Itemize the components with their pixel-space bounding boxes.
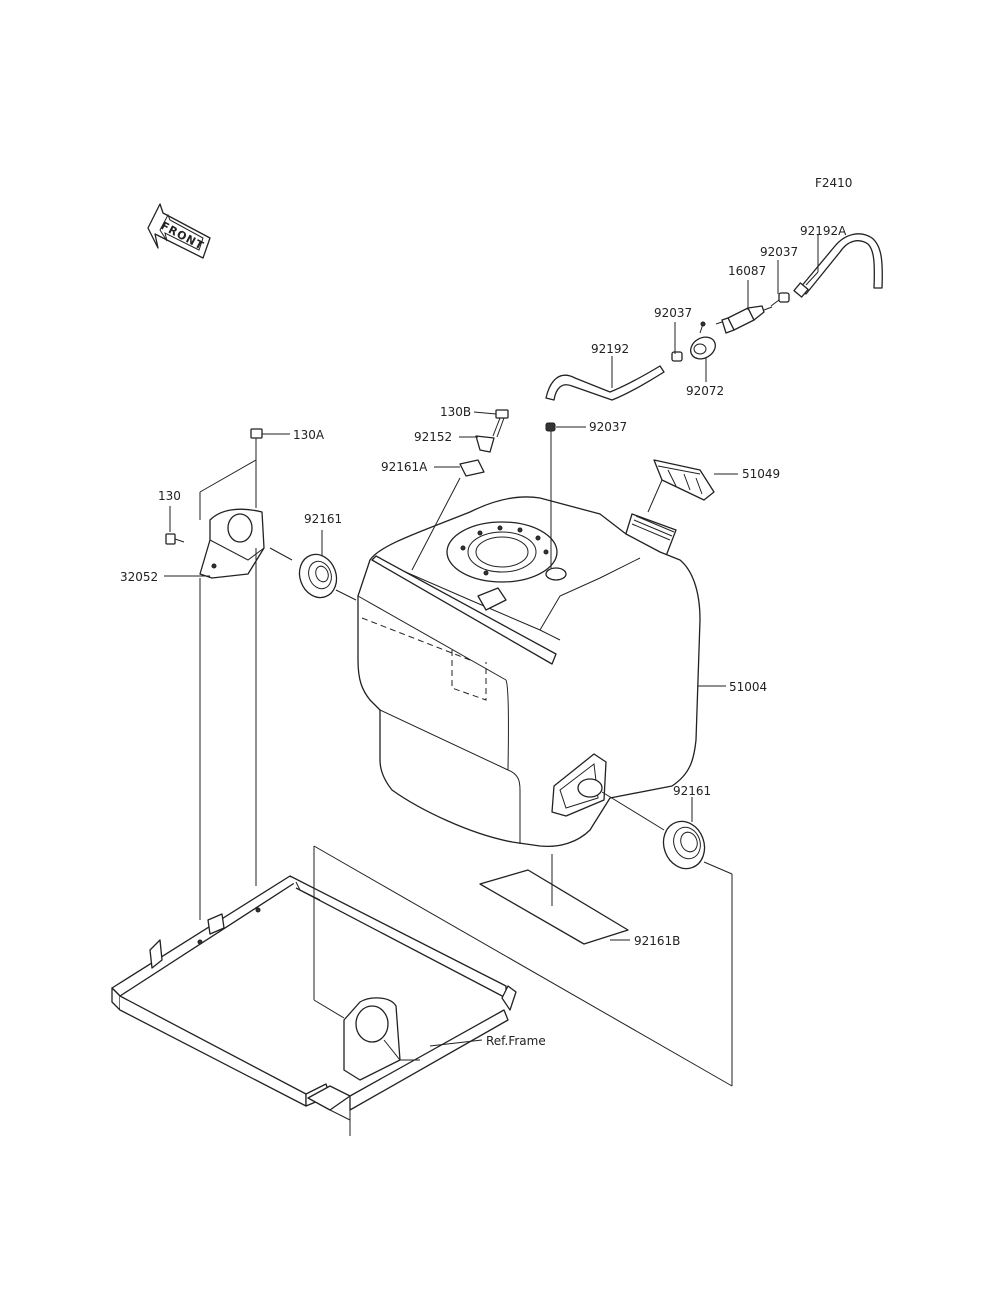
hose-92192 (545, 365, 665, 401)
pump-92072 (690, 321, 716, 360)
part-labels: 130A 130 32052 92161 130B 92152 92161A 9… (120, 224, 847, 1048)
label-92161B: 92161B (634, 934, 680, 948)
label-92037-center: 92037 (589, 420, 627, 434)
label-16087: 16087 (728, 264, 766, 278)
label-92161-right: 92161 (673, 784, 711, 798)
front-arrow-icon: FRONT (147, 203, 211, 259)
hose-92192A (793, 233, 883, 298)
collar-92152 (475, 435, 495, 453)
label-92161A: 92161A (381, 460, 428, 474)
frame-reference (111, 875, 517, 1136)
label-51049: 51049 (742, 467, 780, 481)
bolt-130A (250, 428, 263, 448)
fuel-filter-16087 (715, 305, 773, 334)
label-92192: 92192 (591, 342, 629, 356)
pad-92161B (479, 869, 629, 945)
label-92037-mid: 92037 (654, 306, 692, 320)
label-130A: 130A (293, 428, 325, 442)
label-92161-left: 92161 (304, 512, 342, 526)
label-130B: 130B (440, 405, 471, 419)
label-92037-right: 92037 (760, 245, 798, 259)
fuel-tank-51004 (357, 496, 701, 848)
leader-lines (164, 235, 819, 1087)
bolt-130 (165, 533, 185, 545)
fuel-cap-51049 (653, 459, 715, 501)
label-ref-frame: Ref.Frame (486, 1034, 546, 1048)
grommet-92161-left (298, 553, 338, 599)
label-92192A: 92192A (800, 224, 847, 238)
clamp-92037-center (545, 422, 556, 432)
label-92152: 92152 (414, 430, 452, 444)
bracket-32052 (199, 508, 265, 579)
grommet-92161-right (662, 820, 706, 870)
label-32052: 32052 (120, 570, 158, 584)
label-130: 130 (158, 489, 181, 503)
clamp-92037-right (770, 292, 790, 307)
figure-code: F2410 (815, 176, 852, 190)
damper-92161A (459, 459, 485, 477)
clamp-92037-mid (671, 351, 683, 362)
label-51004: 51004 (729, 680, 767, 694)
label-92072: 92072 (686, 384, 724, 398)
